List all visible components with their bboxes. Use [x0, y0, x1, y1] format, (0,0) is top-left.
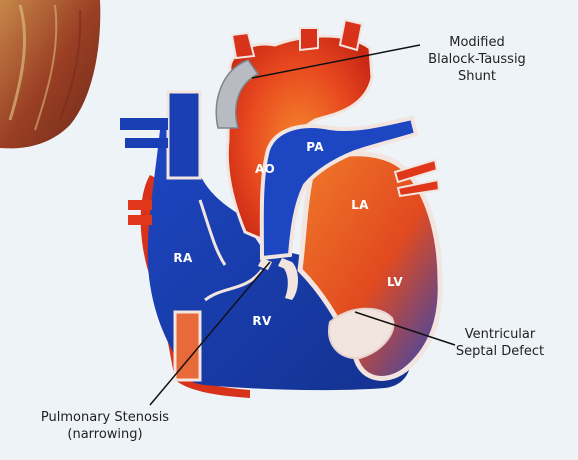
label-lv: LV: [380, 275, 410, 289]
callout-vsd: Ventricular Septal Defect: [440, 326, 560, 360]
heart-thumbnail-icon: [0, 0, 100, 148]
callout-stenosis: Pulmonary Stenosis (narrowing): [20, 409, 190, 443]
label-pa: PA: [300, 140, 330, 154]
label-ra: RA: [168, 251, 198, 265]
label-ao: AO: [250, 162, 280, 176]
label-rv: RV: [247, 314, 277, 328]
label-la: LA: [345, 198, 375, 212]
svc-vessel: [168, 92, 200, 178]
callout-shunt: Modified Blalock-Taussig Shunt: [412, 34, 542, 85]
